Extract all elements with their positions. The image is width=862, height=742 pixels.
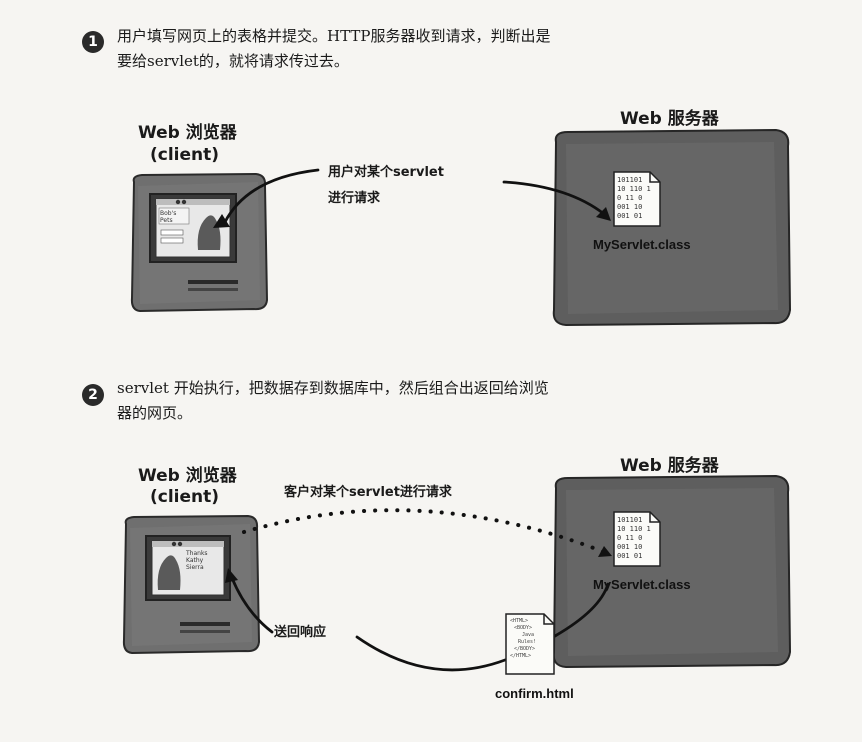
response-label-2: 送回响应 <box>274 625 327 640</box>
code-line: 10 110 1 <box>617 525 651 533</box>
window-text-line: Pets <box>160 217 173 224</box>
browser-title-2: Web 浏览器 <box>138 466 237 486</box>
request-label-line-1: 用户对某个servlet <box>328 165 444 180</box>
code-line: 001 10 <box>617 543 643 551</box>
code-line: 101101 <box>617 516 643 524</box>
class-file-icon-1 <box>613 171 661 227</box>
html-file-content: <HTML> <BODY> Java Rules! </BODY> </HTML… <box>510 618 536 660</box>
html-line: </BODY> <box>514 646 536 652</box>
step-1-line-1: 用户填写网页上的表格并提交。HTTP服务器收到请求，判断出是 <box>117 27 551 45</box>
window-text-line: Bob's <box>160 210 177 217</box>
html-file-icon <box>505 613 555 675</box>
html-line: <BODY> <box>514 625 533 631</box>
browser-window-text-1: Bob's Pets <box>160 210 176 224</box>
step-2-text: servlet 开始执行，把数据存到数据库中，然后组合出返回给浏览 器的网页。 <box>117 376 549 426</box>
browser-subtitle-1: (client) <box>150 145 220 165</box>
code-line: 0 11 0 <box>617 534 643 542</box>
code-line: 101101 <box>617 176 643 184</box>
html-line: Rules! <box>518 639 537 645</box>
browser-subtitle-2: (client) <box>150 487 220 507</box>
browser-title-1: Web 浏览器 <box>138 123 237 143</box>
step-1-line-2: 要给servlet的，就将请求传过去。 <box>117 52 349 70</box>
class-file-code-2: 101101 10 110 1 0 11 0 001 10 001 01 <box>617 516 651 561</box>
request-label-line-2: 进行请求 <box>328 191 381 206</box>
request-label-2: 客户对某个servlet进行请求 <box>284 485 452 500</box>
window-text-line: Kathy <box>186 557 204 564</box>
step-number-1: 1 <box>82 31 104 53</box>
server-title-1: Web 服务器 <box>620 109 719 129</box>
browser-computer-2 <box>122 514 261 655</box>
server-title-2: Web 服务器 <box>620 456 719 476</box>
class-file-caption-2: MyServlet.class <box>593 577 691 592</box>
html-line: </HTML> <box>510 653 532 659</box>
window-text-line: Sierra <box>186 564 204 571</box>
step-2-line-1: servlet 开始执行，把数据存到数据库中，然后组合出返回给浏览 <box>117 379 549 397</box>
html-line: <HTML> <box>510 618 529 624</box>
class-file-caption-1: MyServlet.class <box>593 237 691 252</box>
code-line: 0 11 0 <box>617 194 643 202</box>
code-line: 001 01 <box>617 212 643 220</box>
request-label-1: 用户对某个servlet 进行请求 <box>328 160 444 212</box>
class-file-icon-2 <box>613 511 661 567</box>
code-line: 10 110 1 <box>617 185 651 193</box>
window-text-line: Thanks <box>186 550 208 557</box>
class-file-code-1: 101101 10 110 1 0 11 0 001 10 001 01 <box>617 176 651 221</box>
code-line: 001 01 <box>617 552 643 560</box>
step-number-2: 2 <box>82 384 104 406</box>
step-2-line-2: 器的网页。 <box>117 404 193 422</box>
browser-window-text-2: Thanks Kathy Sierra <box>186 550 208 571</box>
step-1-text: 用户填写网页上的表格并提交。HTTP服务器收到请求，判断出是 要给servlet… <box>117 24 550 74</box>
html-line: Java <box>522 632 535 638</box>
html-file-caption: confirm.html <box>495 686 574 701</box>
code-line: 001 10 <box>617 203 643 211</box>
